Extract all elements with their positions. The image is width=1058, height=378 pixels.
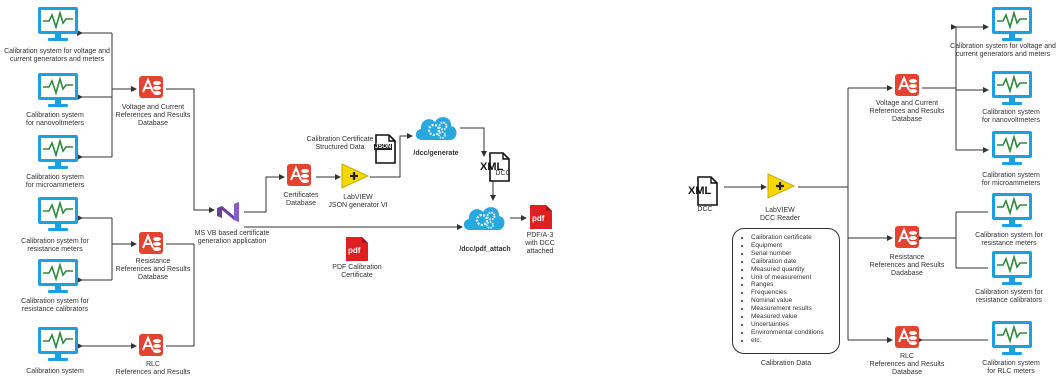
pdf-badge: pdf — [348, 246, 361, 255]
calibration-data-item: Serial number — [751, 250, 839, 258]
database-icon — [286, 162, 312, 188]
json-badge: JSON — [374, 144, 393, 150]
cal-system-label: Calibration system for resistance calibr… — [975, 289, 1043, 304]
monitor-icon — [990, 70, 1034, 106]
xml-text: XML — [480, 161, 504, 173]
dcc-pdf-attach-label: /dcc/pdf_attach — [459, 246, 511, 253]
calibration-data-list: Calibration certificateEquipmentSerial n… — [733, 234, 839, 345]
database-label: Resistance References and Results Databa… — [115, 258, 191, 281]
monitor-icon — [36, 6, 80, 42]
cal-system-label: Calibration system for nanovoltmeters — [982, 109, 1040, 124]
dcc-label: DCC — [495, 170, 511, 177]
calibration-data-item: Nominal value — [751, 297, 839, 305]
monitor-icon — [36, 196, 80, 232]
cal-system-label: Calibration system for voltage and curre… — [4, 48, 110, 63]
labview-icon — [766, 172, 796, 200]
calibration-data-item: Measurement results — [751, 305, 839, 313]
database-label: RLC References and Results — [115, 361, 191, 376]
labview-json-label: LabVIEW JSON generator VI — [328, 194, 388, 209]
xml-file-icon: XML — [480, 152, 512, 182]
cal-system-label: Calibration system for microammeters — [981, 172, 1041, 187]
database-label: RLC References and Results Database — [869, 353, 945, 376]
database-icon — [138, 74, 164, 100]
dcc-label: DCC — [697, 206, 713, 213]
cloud-service-icon — [460, 200, 508, 238]
monitor-icon — [990, 250, 1034, 286]
cal-system-label: Calibration system for voltage and curre… — [950, 43, 1056, 58]
pdf-cal-cert-label: PDF Calibration Certificate — [332, 264, 382, 279]
database-icon — [894, 72, 920, 98]
calibration-data-item: Uncertainties — [751, 321, 839, 329]
cal-system-label: Calibration system for microammeters — [25, 174, 85, 189]
cal-system-label: Calibration system for resistance meters — [21, 238, 89, 253]
pdf-icon: pdf — [528, 204, 554, 230]
structured-data-label: Calibration Certificate Structured Data — [306, 136, 374, 151]
monitor-icon — [36, 72, 80, 108]
cal-system-label: Calibration system for resistance meters — [975, 232, 1043, 247]
calibration-data-item: Frequencies — [751, 289, 839, 297]
calibration-data-label: Calibration Data — [760, 360, 812, 367]
calibration-data-item: Measured quantity — [751, 266, 839, 274]
cloud-service-icon — [412, 110, 460, 148]
calibration-data-item: Equipment — [751, 242, 839, 250]
database-icon — [138, 230, 164, 256]
xml-file-icon: XML — [688, 176, 720, 206]
monitor-icon — [990, 192, 1034, 228]
database-icon — [894, 224, 920, 250]
pdfa-label: PDF/A-3 with DCC attached — [525, 232, 555, 255]
monitor-icon — [990, 320, 1034, 356]
monitor-icon — [36, 258, 80, 294]
calibration-data-item: Calibration date — [751, 258, 839, 266]
calibration-data-item: etc. — [751, 337, 839, 345]
calibration-data-item: Measured value — [751, 313, 839, 321]
cert-db-label: Certificates Database — [283, 192, 319, 207]
database-label: Resistance References and Results Dadaba… — [869, 254, 945, 277]
monitor-icon — [990, 6, 1034, 42]
monitor-icon — [36, 326, 80, 362]
database-icon — [894, 324, 920, 350]
monitor-icon — [990, 130, 1034, 166]
monitor-icon — [36, 134, 80, 170]
json-file-icon: JSON — [372, 134, 398, 164]
ms-vb-label: MS VB based certificate generation appli… — [194, 230, 270, 245]
pdf-badge: pdf — [532, 214, 545, 223]
database-icon — [138, 332, 164, 358]
cal-system-label: Calibration system for RLC meters — [982, 360, 1040, 375]
database-label: Voltage and Current References and Resul… — [869, 100, 945, 123]
calibration-data-item: Environmental conditions — [751, 329, 839, 337]
cal-system-label: Calibration system for nanovoltmeters — [26, 112, 84, 127]
pdf-icon: pdf — [344, 236, 370, 262]
cal-system-label: Calibration system — [26, 368, 84, 375]
calibration-data-item: Unit of measurement — [751, 274, 839, 282]
calibration-data-item: Ranges — [751, 281, 839, 289]
database-label: Voltage and Current References and Resul… — [115, 104, 191, 127]
dcc-generate-label: /dcc/generate — [413, 150, 459, 157]
calibration-data-item: Calibration certificate — [751, 234, 839, 242]
labview-icon — [340, 162, 370, 190]
dcc-reader-label: LabVIEW DCC Reader — [759, 207, 801, 222]
xml-text: XML — [688, 185, 712, 197]
cal-system-label: Calibration system for resistance calibr… — [21, 298, 89, 313]
calibration-data-box: Calibration certificateEquipmentSerial n… — [732, 228, 840, 354]
visual-studio-icon — [214, 198, 242, 226]
